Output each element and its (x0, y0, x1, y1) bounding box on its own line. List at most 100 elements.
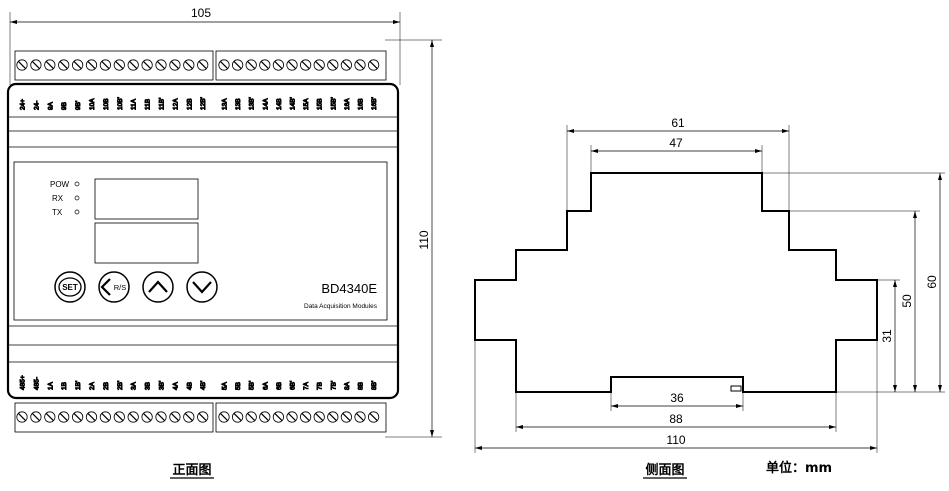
screw-slot (31, 60, 40, 70)
terminal-screw-icon (127, 411, 139, 423)
terminal-label: 1B (61, 382, 68, 390)
rs-button[interactable] (98, 271, 130, 303)
terminal-label: 4B (186, 382, 193, 390)
side-view-caption: 侧面图 (645, 462, 684, 478)
screw-slot (170, 412, 179, 422)
screw-slot (17, 412, 27, 422)
dim47-arrow-left (591, 149, 598, 153)
terminal-screw-icon (259, 411, 271, 423)
up-arrow-icon (148, 280, 168, 293)
terminal-screw-icon (127, 59, 139, 71)
terminal-screw-icon (286, 59, 298, 71)
set-button[interactable] (54, 271, 86, 303)
terminal-screw-icon (245, 411, 257, 423)
screw-slot (101, 412, 110, 422)
set-button-label: SET (62, 283, 78, 292)
terminal-label: 13B (235, 98, 242, 110)
dim31-arrow-top (893, 280, 897, 287)
terminal-screw-icon (155, 59, 167, 71)
down-button[interactable] (186, 271, 218, 303)
terminal-label: 2B (103, 382, 110, 390)
terminal-screw-icon (218, 411, 230, 423)
terminal-label: 11B (145, 99, 152, 110)
terminal-label: 6B' (290, 381, 297, 390)
terminal-screw-icon (16, 411, 28, 423)
terminal-label: 6B (276, 382, 283, 390)
dim47-arrow-right (755, 149, 762, 153)
terminal-label: 24+ (20, 99, 27, 110)
terminal-label: 12A (172, 98, 179, 110)
screw-slot (31, 412, 40, 422)
screw-slot (17, 60, 27, 70)
terminal-label: 7B' (330, 381, 337, 390)
terminal-label: 2A (89, 381, 96, 390)
terminal-screw-icon (286, 411, 298, 423)
screw-slot (219, 412, 229, 422)
terminal-label: 14B' (290, 97, 297, 110)
terminal-label: 485+ (20, 375, 27, 390)
screw-slot (342, 60, 351, 70)
terminal-screw-icon (272, 59, 284, 71)
terminal-screw-icon (72, 411, 84, 423)
terminal-screw-icon (367, 411, 380, 423)
screw-slot (115, 412, 124, 422)
screw-slot (287, 412, 297, 422)
screw-slot (328, 412, 337, 422)
top-screws (16, 59, 380, 71)
terminal-label: 16B' (371, 97, 378, 110)
screw-slot (45, 60, 54, 70)
screw-slot (59, 412, 68, 422)
terminal-screw-icon (259, 59, 271, 71)
screw-slot (87, 412, 96, 422)
screw-slot (156, 60, 166, 70)
arrow-right (393, 20, 400, 24)
dim88-arrow-right (829, 425, 836, 429)
arrow-top (430, 40, 434, 47)
screw-slot (369, 60, 378, 70)
screw-slot (87, 60, 96, 70)
dim50-label: 50 (900, 294, 914, 308)
terminal-screw-icon (327, 59, 339, 71)
terminal-label: 15B' (330, 97, 337, 110)
screw-slot (184, 60, 193, 70)
terminal-screw-icon (183, 411, 195, 423)
terminal-screw-icon (58, 411, 70, 423)
rs-button-ring (98, 271, 130, 303)
terminal-label: 9B' (75, 101, 82, 110)
screw-slot (73, 60, 82, 70)
terminal-screw-icon (354, 59, 366, 71)
terminal-screw-icon (85, 411, 98, 423)
din-clip-notch (730, 385, 742, 392)
screw-slot (129, 412, 138, 422)
up-button-ring (142, 271, 174, 303)
up-button[interactable] (142, 271, 174, 303)
rs-button-label: R/S (114, 283, 127, 292)
led-tx-label: TX (52, 208, 63, 217)
terminal-label: 16A (344, 98, 351, 110)
dim36-label: 36 (670, 391, 684, 405)
terminal-screw-icon (113, 59, 125, 71)
terminal-screw-icon (272, 411, 284, 423)
screw-slot (342, 412, 351, 422)
terminal-label: 10B (103, 98, 110, 110)
terminal-label: 11A (131, 98, 138, 110)
terminal-screw-icon (245, 59, 257, 71)
dim60-arrow-bottom (938, 385, 942, 392)
terminal-screw-icon (232, 411, 244, 423)
screw-slot (170, 60, 179, 70)
terminal-label: 6A (262, 381, 269, 390)
screw-slot (301, 60, 310, 70)
bottom-terminal-block-right (215, 402, 387, 433)
terminal-screw-icon (327, 411, 339, 423)
dim88-arrow-left (516, 425, 523, 429)
screw-slot (274, 412, 283, 422)
screw-slot (143, 60, 152, 70)
screw-slot (274, 60, 283, 70)
model-label: BD4340E (321, 281, 377, 296)
bottom-terminal-block-left (14, 402, 214, 433)
dim36-arrow-right (736, 404, 743, 408)
dim110-arrow-right (870, 446, 877, 450)
terminal-screw-icon (72, 59, 84, 71)
screw-slot (198, 412, 207, 422)
screw-slot (59, 60, 68, 70)
